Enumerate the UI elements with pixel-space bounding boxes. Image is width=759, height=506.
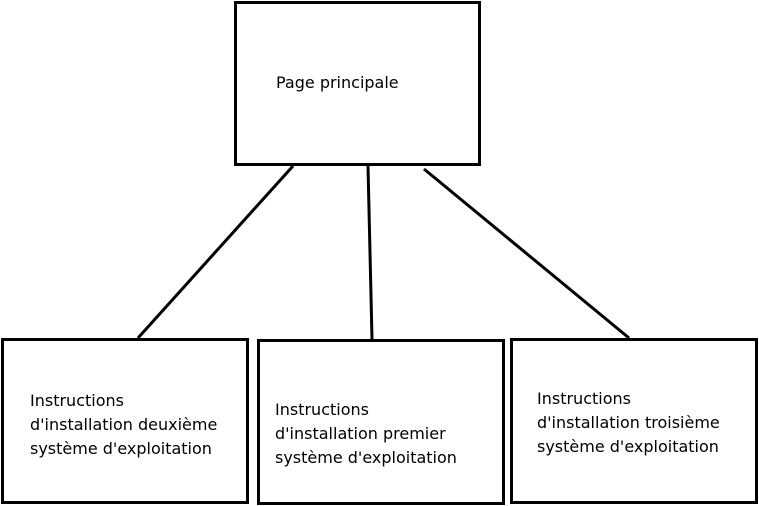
node-first-os-line-3: système d'exploitation — [275, 448, 457, 467]
node-first-os-line-1: Instructions — [275, 400, 369, 419]
edge-main-to-first-os — [366, 165, 374, 340]
node-third-os-label: Instructions d'installation troisième sy… — [537, 387, 720, 459]
node-third-os-instructions: Instructions d'installation troisième sy… — [510, 338, 758, 504]
node-third-os-line-3: système d'exploitation — [537, 437, 719, 456]
node-main-page: Page principale — [234, 1, 481, 166]
node-first-os-label: Instructions d'installation premier syst… — [275, 398, 457, 470]
node-second-os-line-1: Instructions — [30, 391, 124, 410]
node-second-os-instructions: Instructions d'installation deuxième sys… — [1, 338, 249, 504]
node-main-page-text: Page principale — [276, 73, 399, 92]
node-first-os-instructions: Instructions d'installation premier syst… — [257, 339, 505, 505]
node-main-page-label: Page principale — [276, 71, 399, 95]
node-third-os-line-2: d'installation troisième — [537, 413, 720, 432]
node-third-os-line-1: Instructions — [537, 389, 631, 408]
edge-main-to-second-os — [136, 164, 295, 340]
node-second-os-line-2: d'installation deuxième — [30, 415, 218, 434]
node-first-os-line-2: d'installation premier — [275, 424, 446, 443]
node-second-os-line-3: système d'exploitation — [30, 439, 212, 458]
edge-main-to-third-os — [423, 167, 630, 340]
node-second-os-label: Instructions d'installation deuxième sys… — [30, 389, 217, 461]
